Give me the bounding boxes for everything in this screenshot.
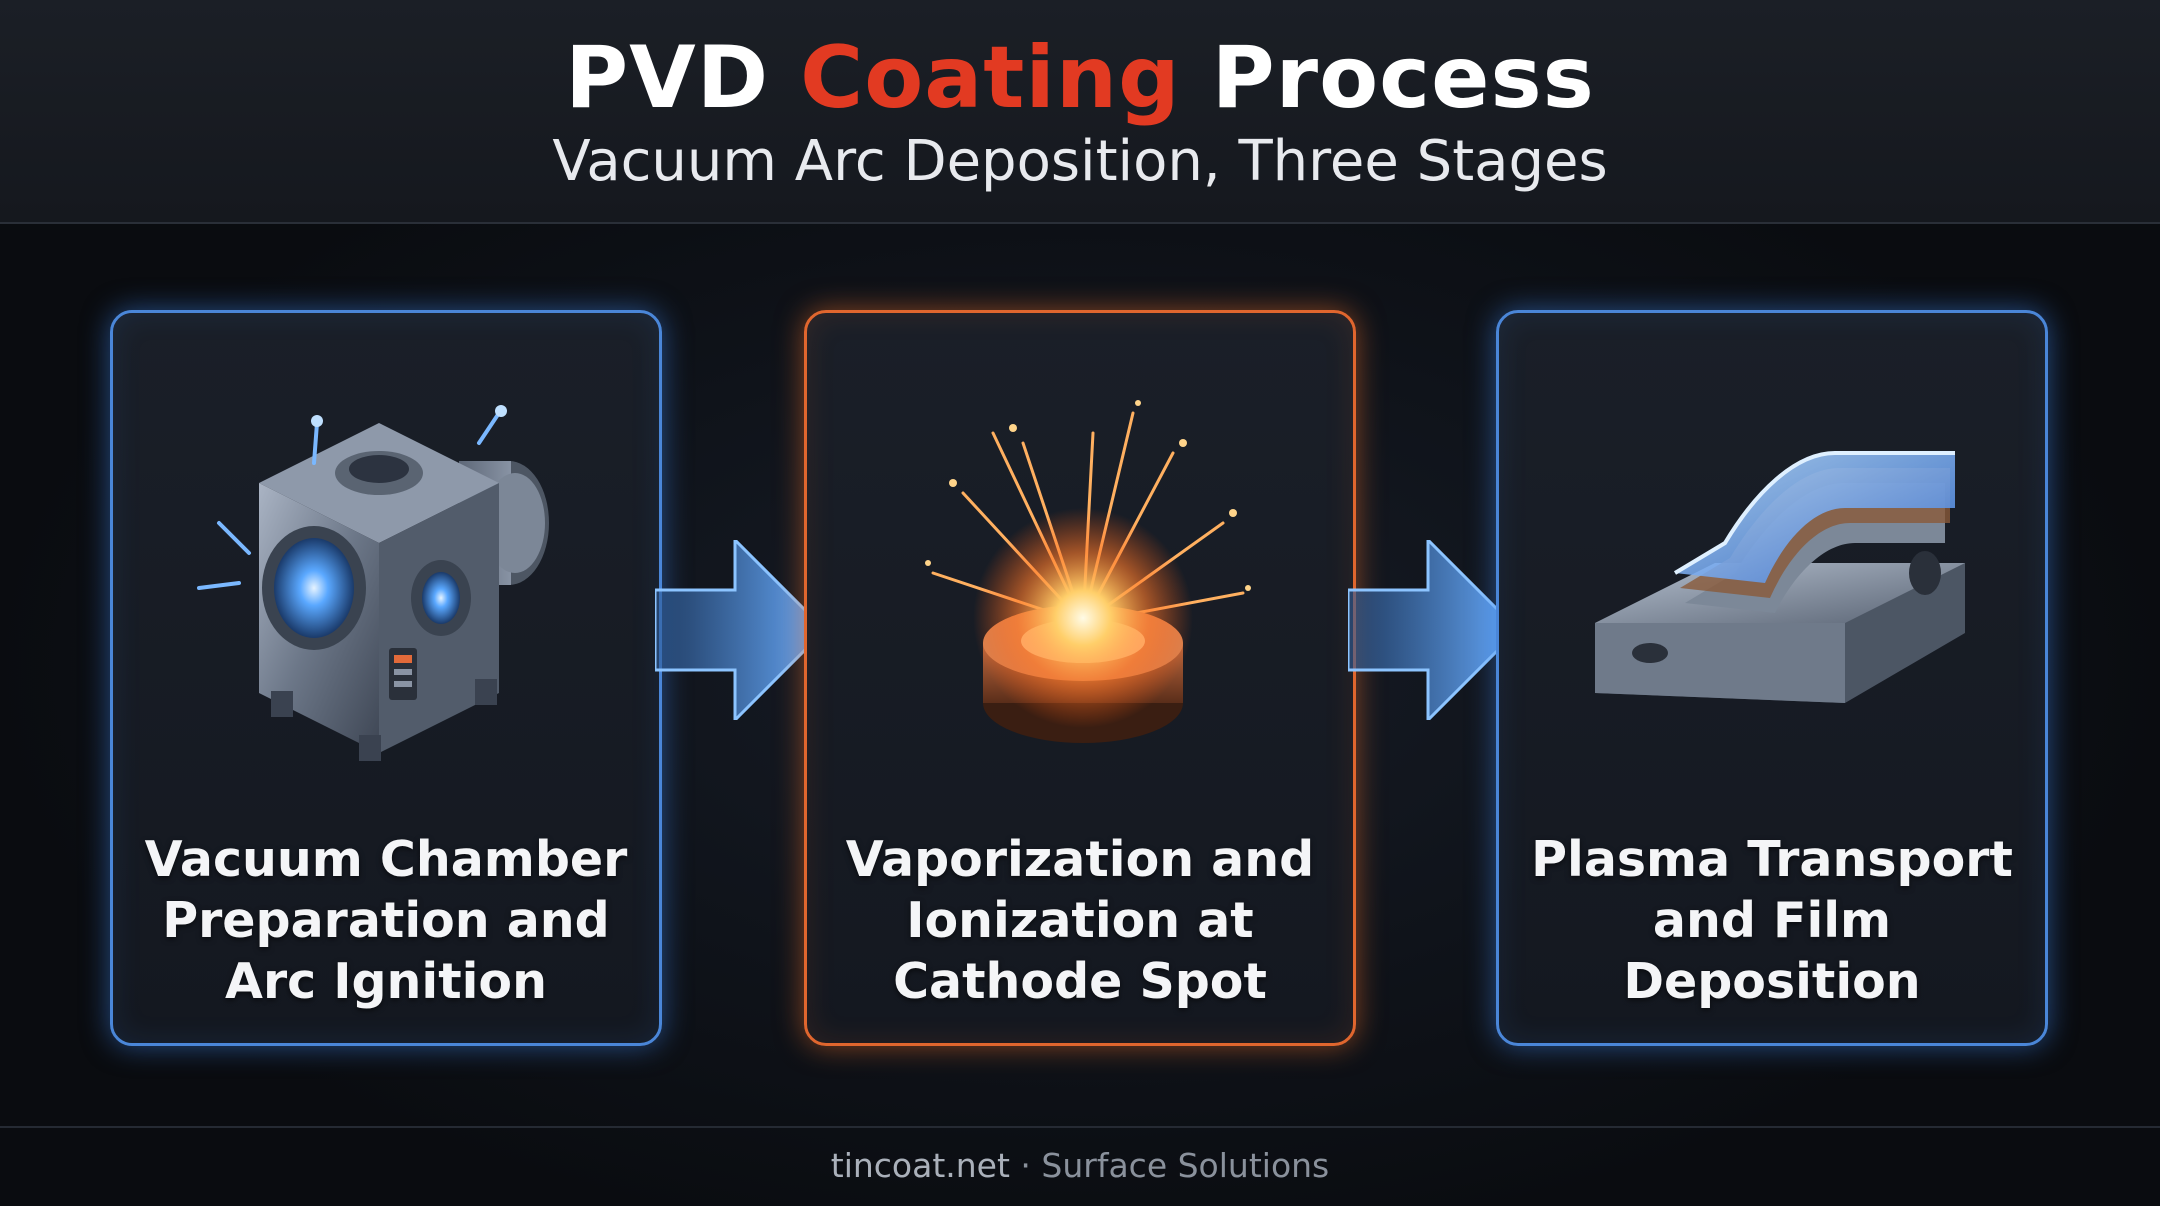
page-subtitle: Vacuum Arc Deposition, Three Stages [552,129,1608,194]
footer: tincoat.net · Surface Solutions [0,1144,2160,1188]
stage-card-3: Plasma Transport and Film Deposition [1496,310,2048,1046]
title-part1: PVD [565,28,801,128]
vacuum-chamber-icon [197,405,549,761]
footer-tagline: Surface Solutions [1041,1146,1330,1185]
footer-divider [0,1126,2160,1128]
stage-card-2: Vaporization and Ionization at Cathode S… [804,310,1356,1046]
title-accent: Coating [800,28,1181,128]
title-part2: Process [1180,28,1595,128]
stage-card-1: Vacuum Chamber Preparation and Arc Ignit… [110,310,662,1046]
stage-label-3: Plasma Transport and Film Deposition [1531,831,2013,1010]
footer-site: tincoat.net [830,1146,1010,1185]
coated-part-icon [1595,451,1965,703]
header: PVD Coating Process Vacuum Arc Depositio… [0,0,2160,224]
arrow-right-icon [1348,540,1518,720]
cathode-spark-icon [925,400,1251,743]
stage-label-1: Vacuum Chamber Preparation and Arc Ignit… [144,831,628,1010]
stage-label-2: Vaporization and Ionization at Cathode S… [845,831,1315,1010]
footer-separator: · [1009,1146,1042,1185]
page-title: PVD Coating Process [0,28,2160,128]
arrow-right-icon [655,540,825,720]
